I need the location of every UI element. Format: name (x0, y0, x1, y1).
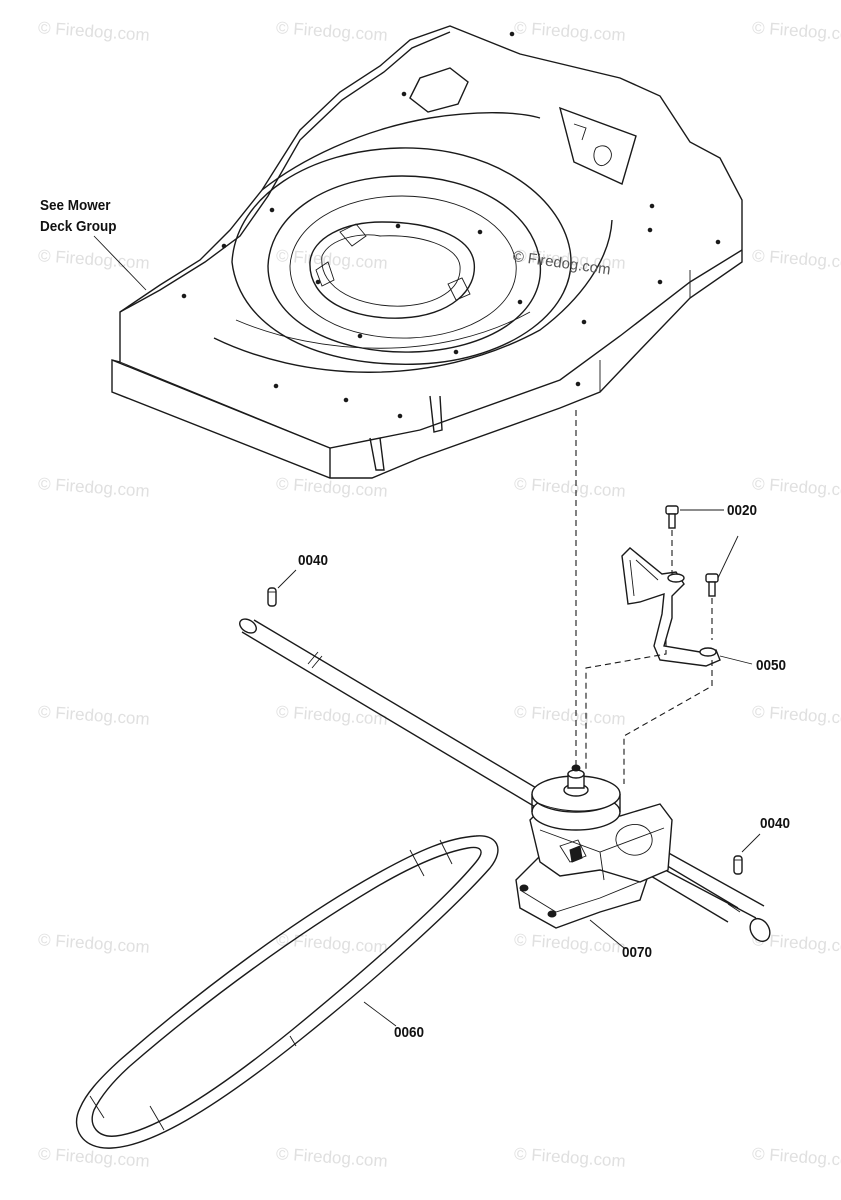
drive-belt-0060 (75, 835, 499, 1149)
callout-0070: 0070 (622, 944, 653, 961)
callout-0040-left: 0040 (298, 552, 329, 569)
transmission-0070 (515, 764, 673, 949)
callout-0050: 0050 (756, 657, 787, 674)
callout-0060: 0060 (394, 1024, 425, 1041)
callout-0040-right: 0040 (760, 815, 791, 832)
bolts-0020 (665, 505, 739, 640)
pin-0040-right (733, 833, 761, 875)
mower-deck (93, 25, 743, 479)
see-mower-line1: See Mower (40, 197, 111, 214)
bracket-0050 (585, 547, 753, 784)
drive-shaft (239, 618, 771, 943)
see-mower-line2: Deck Group (40, 218, 117, 235)
callout-0020: 0020 (727, 502, 758, 519)
see-mower-deck-note: See Mower Deck Group (40, 195, 117, 237)
pin-0040-left (267, 569, 297, 607)
